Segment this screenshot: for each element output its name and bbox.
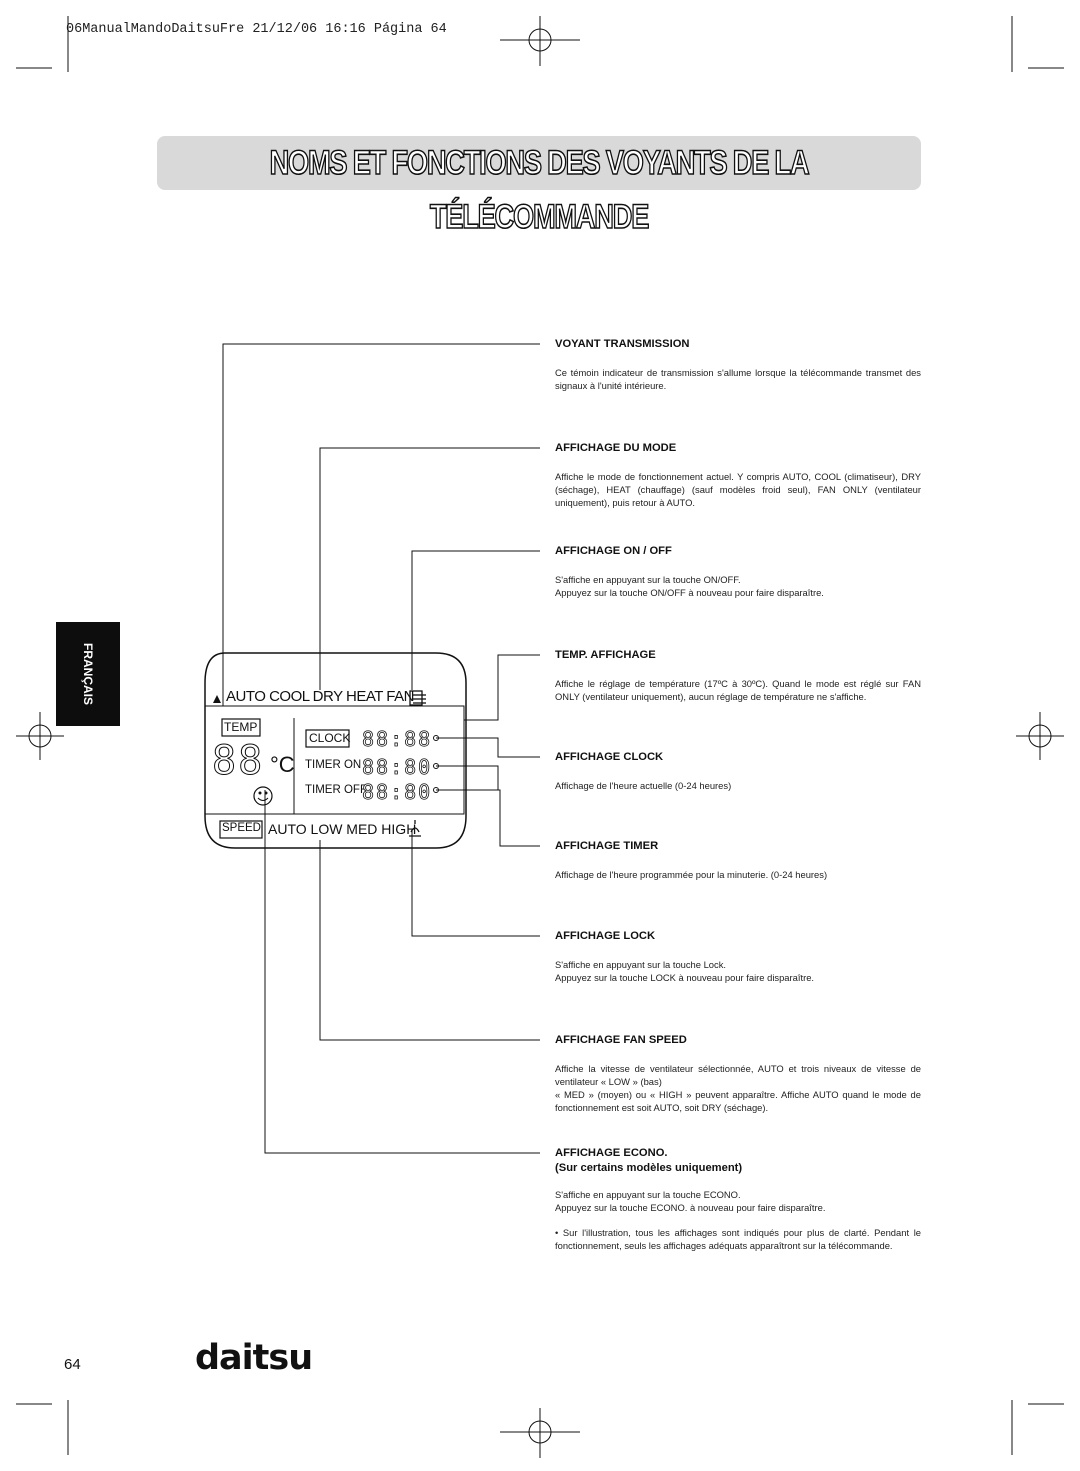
lock-icon	[409, 690, 426, 706]
section-title: VOYANT TRANSMISSION	[555, 338, 690, 350]
section-title: AFFICHAGE DU MODE	[555, 442, 677, 454]
section-body: Affiche le réglage de température (17ºC …	[555, 678, 921, 702]
title-banner	[157, 136, 921, 190]
section-body: S'affiche en appuyant sur la touche Lock…	[555, 959, 727, 970]
section-title: AFFICHAGE ON / OFF	[555, 545, 672, 557]
temp-unit: °C	[270, 752, 295, 777]
section-affichage-mode: AFFICHAGE DU MODE Affiche le mode de fon…	[555, 442, 921, 509]
section-body: Affichage de l'heure programmée pour la …	[555, 869, 828, 880]
section-body: Appuyez sur la touche ECONO. à nouveau p…	[555, 1202, 826, 1213]
section-affichage-fan-speed: AFFICHAGE FAN SPEED Affiche la vitesse d…	[555, 1034, 921, 1114]
transmission-icon	[213, 695, 221, 703]
section-title: AFFICHAGE LOCK	[555, 930, 656, 942]
section-affichage-lock: AFFICHAGE LOCK S'affiche en appuyant sur…	[555, 930, 921, 984]
section-body: S'affiche en appuyant sur la touche ECON…	[555, 1189, 741, 1200]
section-title: AFFICHAGE TIMER	[555, 840, 659, 852]
section-affichage-clock: AFFICHAGE CLOCK Affichage de l'heure act…	[555, 751, 921, 792]
timer-on-label: TIMER ON	[305, 759, 362, 771]
brand-logo: daitsu	[195, 1338, 313, 1378]
temp-label: TEMP	[224, 720, 258, 734]
timer-on-digits: 88:80	[362, 755, 433, 780]
section-body: Affiche le mode de fonctionnement actuel…	[555, 471, 921, 508]
section-title: TEMP. AFFICHAGE	[555, 649, 656, 661]
section-affichage-timer: AFFICHAGE TIMER Affichage de l'heure pro…	[555, 840, 921, 881]
section-temp-affichage: TEMP. AFFICHAGE Affiche le réglage de te…	[555, 649, 921, 703]
speed-label: SPEED	[222, 822, 261, 834]
section-body: « MED » (moyen) ou « HIGH » peuvent appa…	[555, 1089, 921, 1113]
timer-off-digits: 88:80	[362, 780, 433, 805]
language-tab-label: FRANÇAIS	[81, 643, 95, 705]
section-title: AFFICHAGE FAN SPEED	[555, 1034, 687, 1046]
section-voyant-transmission: VOYANT TRANSMISSION Ce témoin indicateur…	[555, 338, 921, 392]
section-title: AFFICHAGE ECONO.	[555, 1147, 668, 1159]
section-body: Ce témoin indicateur de transmission s'a…	[555, 367, 921, 391]
section-title: AFFICHAGE CLOCK	[555, 751, 664, 763]
section-body: Appuyez sur la touche LOCK à nouveau pou…	[555, 972, 815, 983]
section-body: Appuyez sur la touche ON/OFF à nouveau p…	[555, 587, 824, 598]
print-header: 06ManualMandoDaitsuFre 21/12/06 16:16 Pá…	[66, 22, 447, 37]
temp-digits: 88	[211, 738, 265, 785]
clock-digits: 88:88	[362, 727, 433, 752]
fan-speed-icon	[409, 820, 421, 837]
page-number: 64	[64, 1356, 81, 1373]
timer-off-label: TIMER OFF	[305, 784, 367, 796]
section-note: • Sur l'illustration, tous les affichage…	[555, 1227, 921, 1251]
section-body: Affiche la vitesse de ventilateur sélect…	[555, 1063, 921, 1087]
page-title: Noms et fonctions des voyants de la télé…	[269, 143, 810, 237]
section-affichage-on-off: AFFICHAGE ON / OFF S'affiche en appuyant…	[555, 545, 921, 599]
section-subtitle: (Sur certains modèles uniquement)	[555, 1162, 743, 1174]
clock-label: CLOCK	[309, 731, 351, 745]
language-tab	[56, 622, 120, 726]
speed-display: AUTO LOW MED HIGH	[268, 821, 417, 837]
section-affichage-econo: AFFICHAGE ECONO. (Sur certains modèles u…	[555, 1147, 921, 1252]
mode-display: AUTO COOL DRY HEAT FAN	[226, 688, 414, 705]
section-body: Affichage de l'heure actuelle (0-24 heur…	[555, 780, 732, 791]
section-body: S'affiche en appuyant sur la touche ON/O…	[555, 574, 741, 585]
